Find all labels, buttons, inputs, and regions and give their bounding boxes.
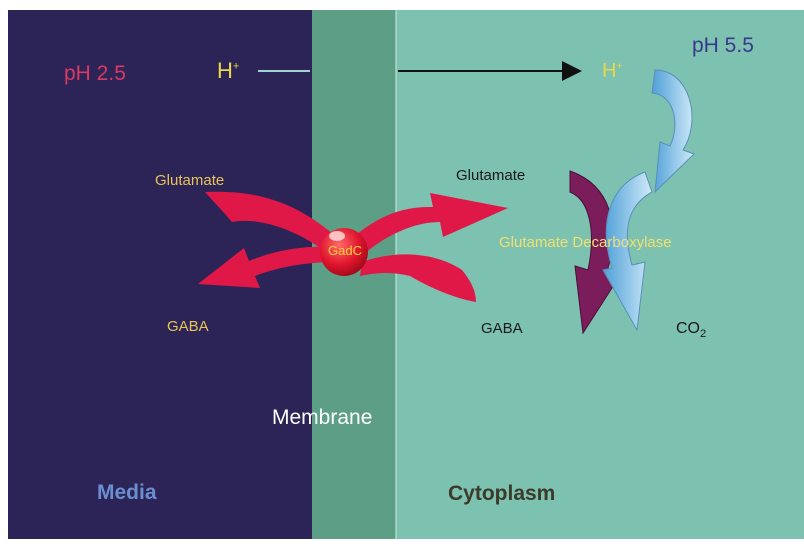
- proton-symbol: H: [602, 60, 616, 82]
- gadc-label: GadC: [328, 243, 362, 258]
- proton-cytoplasm-label: H+: [602, 60, 622, 83]
- cytoplasm-label: Cytoplasm: [448, 482, 555, 506]
- co2-text: CO: [676, 320, 700, 337]
- media-glutamate-label: Glutamate: [155, 172, 224, 189]
- enzyme-label: Glutamate Decarboxylase: [499, 234, 672, 251]
- cytoplasm-gaba-label: GABA: [481, 320, 523, 337]
- co2-label: CO2: [676, 320, 706, 340]
- proton-symbol: H: [217, 58, 233, 83]
- gadc-highlight: [329, 231, 345, 241]
- media-ph-label: pH 2.5: [64, 62, 126, 86]
- proton-charge: +: [233, 61, 239, 73]
- cytoplasm-glutamate-label: Glutamate: [456, 167, 525, 184]
- media-label: Media: [97, 481, 157, 505]
- cytoplasm-ph-label: pH 5.5: [692, 34, 754, 58]
- proton-media-label: H+: [217, 58, 239, 84]
- co2-subscript: 2: [700, 328, 706, 340]
- membrane-region: [312, 10, 396, 539]
- membrane-label: Membrane: [272, 406, 372, 430]
- proton-charge: +: [616, 61, 622, 72]
- media-region: [8, 10, 312, 539]
- media-gaba-label: GABA: [167, 318, 209, 335]
